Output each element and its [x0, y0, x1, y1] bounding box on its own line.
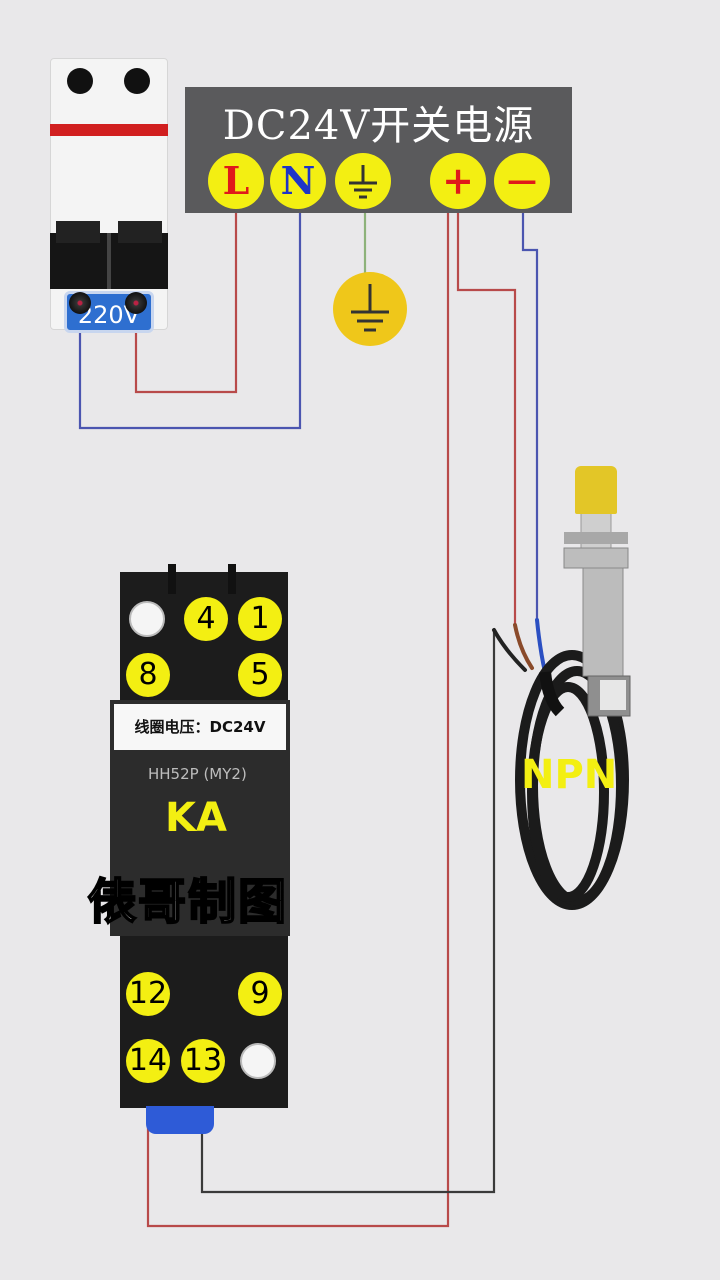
- relay-blue-clip: [146, 1106, 214, 1134]
- relay-pin-5: 5: [238, 653, 282, 697]
- relay-pin-8: 8: [126, 653, 170, 697]
- power-supply-panel: DC24V开关电源 L N + —: [185, 87, 572, 213]
- relay-pin-9: 9: [238, 972, 282, 1016]
- watermark: 俵哥制图: [87, 873, 289, 931]
- relay-pin-12: 12: [126, 972, 170, 1016]
- circuit-breaker: 220V: [50, 58, 168, 333]
- relay-empty-slot-bottom: [240, 1043, 276, 1079]
- power-supply-title: DC24V开关电源: [222, 103, 535, 149]
- earth-ground: [333, 272, 407, 346]
- relay-pin-4: 4: [184, 597, 228, 641]
- wire-n-blue: [78, 212, 302, 430]
- breaker-top-hole-right: [124, 68, 150, 94]
- breaker-red-band: [50, 124, 168, 136]
- wire-plus-to-relay-14: [146, 212, 450, 1228]
- proximity-sensor-body: [563, 511, 631, 717]
- relay-coil-voltage-label: 线圈电压：DC24V: [114, 704, 286, 750]
- breaker-screw-left: [69, 292, 91, 314]
- relay-base-bottom: 12 9 14 13: [120, 936, 288, 1108]
- terminal-plus: +: [430, 153, 486, 209]
- relay-pin-1: 1: [238, 597, 282, 641]
- sensor-cable-coil: [515, 650, 629, 910]
- wire-plus-to-sensor-brown: [456, 212, 517, 625]
- terminal-minus: —: [494, 153, 550, 209]
- relay-tag: KA: [165, 795, 227, 841]
- sensor-type-label: NPN: [521, 752, 618, 798]
- breaker-top-hole-left: [67, 68, 93, 94]
- ground-icon: [351, 284, 389, 332]
- breaker-toggle: [50, 221, 168, 289]
- wire-sensor-black-to-relay-13: [200, 630, 496, 1194]
- relay-base-top: 4 1 8 5: [120, 564, 288, 700]
- relay-model: HH52P (MY2): [148, 765, 247, 783]
- relay-pin-14: 14: [126, 1039, 170, 1083]
- ground-icon: [349, 165, 377, 199]
- relay-empty-slot-top: [129, 601, 165, 637]
- terminal-n: N: [270, 153, 326, 209]
- wire-l-red: [134, 212, 238, 394]
- proximity-sensor-tip: [575, 466, 617, 514]
- relay-pin-13: 13: [181, 1039, 225, 1083]
- terminal-ground: [335, 153, 391, 209]
- terminal-l: L: [208, 153, 264, 209]
- wire-minus-to-sensor-blue: [521, 212, 539, 620]
- breaker-screw-right: [125, 292, 147, 314]
